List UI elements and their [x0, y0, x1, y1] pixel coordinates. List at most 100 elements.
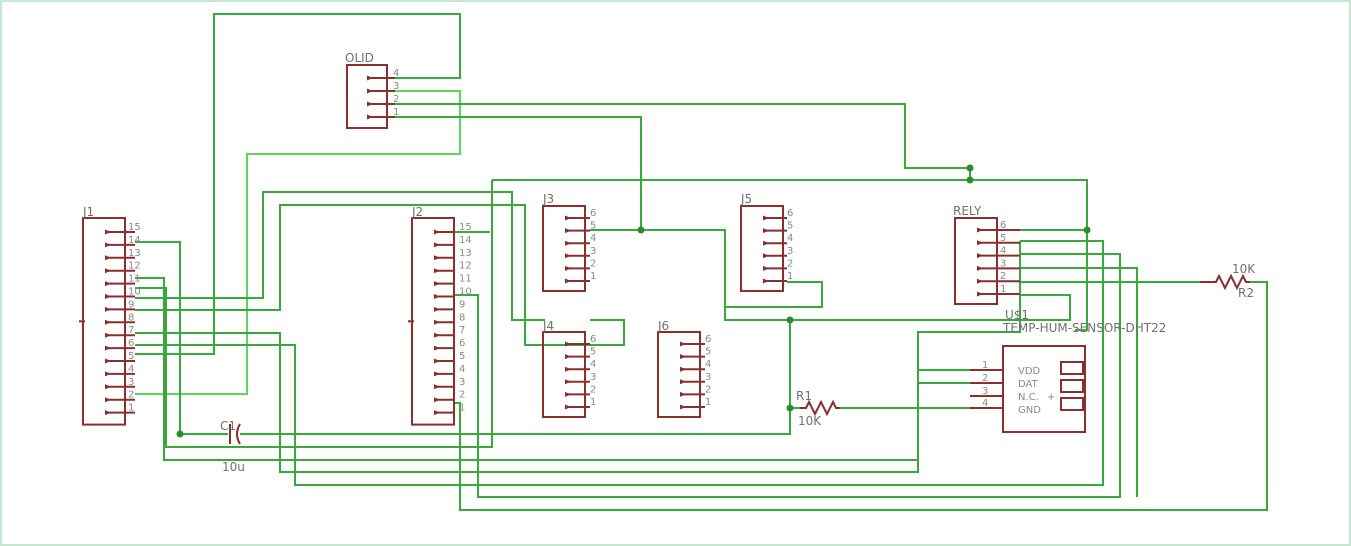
pin-marker — [105, 306, 111, 312]
connector-name: J1 — [82, 205, 94, 219]
sensor-u1[interactable]: 1 2 3 4 VDD DAT N.C. GND + U$1 TEMP-HUM-… — [970, 308, 1166, 433]
net-j1-10-j4[interactable] — [135, 204, 625, 346]
pin-marker — [434, 397, 440, 403]
connector-body — [542, 331, 586, 418]
pin-marker — [763, 215, 769, 221]
pin-marker — [105, 281, 111, 287]
pin-marker — [434, 306, 440, 312]
net-j1-6[interactable] — [135, 240, 1104, 486]
sensor-pin-num: 1 — [982, 360, 988, 371]
junction-dot — [176, 430, 184, 438]
connector-pin-num: 1 — [459, 403, 465, 414]
r1-name: R1 — [796, 389, 812, 403]
connector-pin-num: 5 — [1000, 233, 1006, 244]
junction-dot — [786, 404, 794, 412]
sensor-pad — [1060, 397, 1084, 411]
connector-pin-num: 2 — [590, 258, 596, 269]
connector-pin-num: 6 — [590, 334, 596, 345]
connector-pin-num: 6 — [787, 208, 793, 219]
pin-marker — [105, 319, 111, 325]
pin-marker — [565, 366, 571, 372]
net-olid-2[interactable] — [395, 103, 971, 180]
connector-pin-num: 5 — [590, 347, 596, 358]
sensor-pin-num: 4 — [982, 398, 988, 409]
capacitor-c1[interactable]: C1 10u — [220, 419, 245, 474]
net-rely-3[interactable] — [1020, 267, 1138, 497]
net-vcc-bus[interactable] — [135, 179, 1088, 448]
connector-pin-num: 2 — [128, 390, 134, 401]
junction-dot — [637, 226, 645, 234]
connector-pin-num: 4 — [590, 233, 596, 244]
resistor-r1[interactable]: R1 10K — [796, 389, 840, 428]
pin-marker — [105, 294, 111, 299]
connector-pin-num: 1 — [590, 397, 596, 408]
pin-marker — [565, 341, 571, 347]
pin-marker — [105, 268, 111, 274]
junctions — [176, 164, 1091, 438]
net-j1-14-c1[interactable] — [135, 241, 791, 435]
net-j2-1[interactable] — [455, 281, 1268, 511]
pin-marker — [565, 253, 571, 259]
connector-name: J3 — [542, 192, 554, 206]
pin-marker — [434, 371, 440, 377]
pin-marker — [565, 228, 571, 234]
net-j1-7[interactable] — [135, 241, 1021, 473]
c1-value: 10u — [222, 460, 245, 474]
pin-marker — [565, 278, 571, 284]
connector-pin-num: 11 — [128, 274, 141, 285]
connector-pin-num: 3 — [590, 372, 596, 383]
connector-pin-num: 12 — [459, 261, 472, 272]
pin-marker — [680, 341, 686, 347]
connector-body — [542, 205, 586, 292]
sensor-pin-name: GND — [1018, 405, 1041, 416]
connector-pin-num: 4 — [128, 364, 134, 375]
pin-marker — [977, 240, 983, 246]
pin-marker — [565, 379, 571, 385]
connector-pin-num: 1 — [705, 397, 711, 408]
resistor-r2[interactable]: 10K R2 — [1200, 262, 1256, 300]
sensor-pin-num: 2 — [982, 373, 988, 384]
r2-name: R2 — [1238, 286, 1254, 300]
connector-pin-num: 3 — [459, 377, 465, 388]
connector-pin-num: 5 — [128, 351, 134, 362]
connector-pin-num: 15 — [459, 222, 472, 233]
pin-marker — [565, 354, 571, 360]
net-j1-11[interactable] — [135, 277, 985, 461]
sensor-pin-num: 3 — [982, 386, 988, 397]
pin-marker — [763, 228, 769, 234]
connector-name: J6 — [657, 319, 669, 333]
connector-pin-num: 2 — [705, 384, 711, 395]
pin-marker — [763, 253, 769, 259]
pin-marker — [434, 332, 440, 338]
net-olid-4[interactable] — [135, 13, 461, 355]
pin-marker — [434, 281, 440, 287]
net-olid-3[interactable] — [135, 90, 461, 395]
connector-pin-num: 1 — [128, 403, 134, 414]
pin-marker — [434, 268, 440, 274]
net-j2-10[interactable] — [455, 253, 1121, 498]
connector-pin-num: 3 — [590, 246, 596, 257]
connector-pin-num: 3 — [393, 81, 399, 92]
connector-pin-num: 5 — [787, 221, 793, 232]
pin-marker — [977, 227, 983, 233]
net-olid-1[interactable] — [395, 116, 642, 230]
connector-pin-num: 13 — [128, 248, 141, 259]
pin-marker — [434, 229, 440, 235]
sensor-pin-name: N.C. — [1018, 392, 1039, 403]
pin-marker — [977, 291, 983, 297]
net-j1-9[interactable] — [135, 191, 545, 321]
junction-dot — [966, 164, 974, 172]
pin-marker — [763, 278, 769, 284]
sensor-pad — [1060, 379, 1084, 393]
net-j5-1[interactable] — [724, 281, 823, 320]
parts-layer: J1151413121110987654321J2151413121110987… — [79, 51, 1020, 426]
